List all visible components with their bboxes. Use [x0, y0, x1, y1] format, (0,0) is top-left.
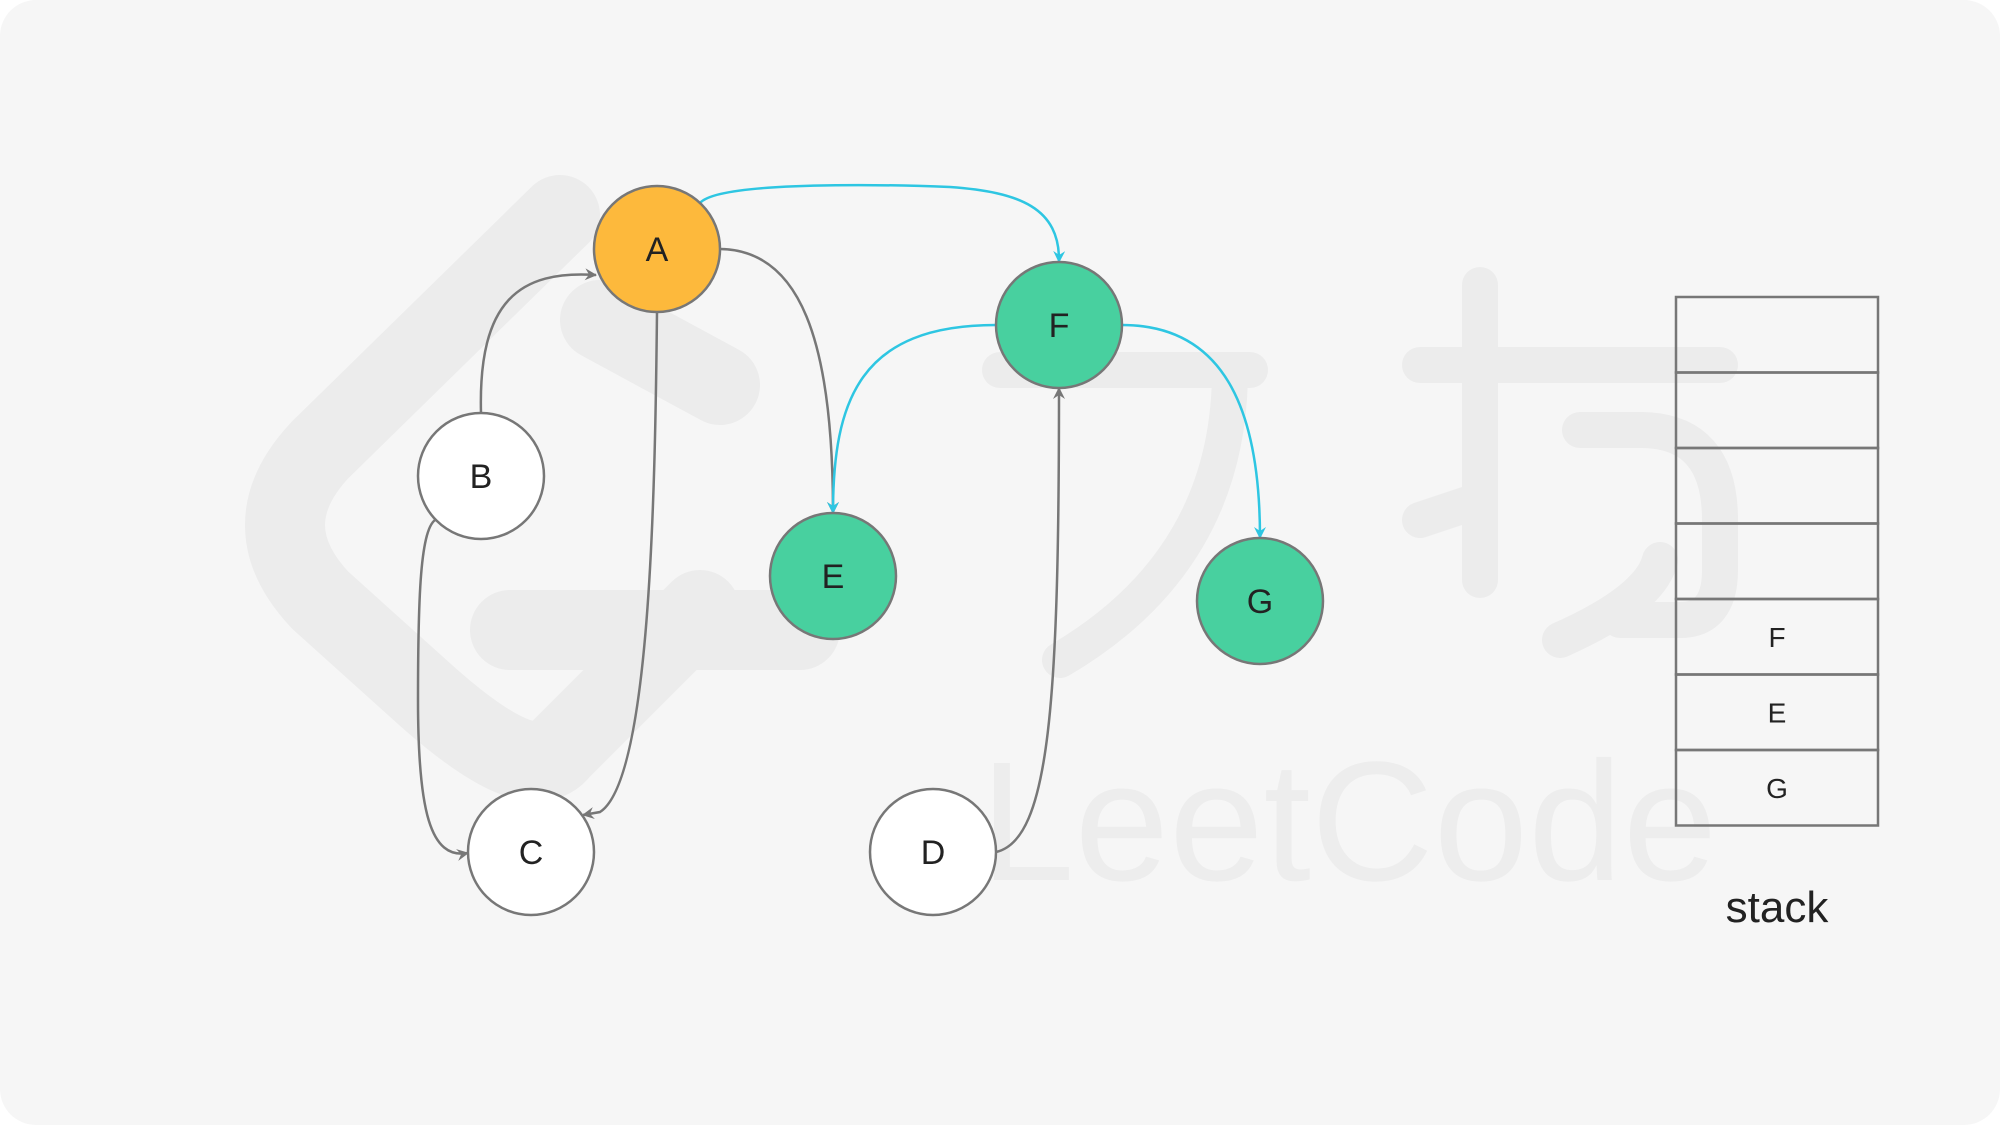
node-c: C	[466, 787, 596, 917]
node-a-circle	[592, 184, 722, 314]
node-c-label: C	[519, 834, 544, 872]
node-f-circle	[994, 260, 1124, 390]
edge-b-to-c	[416, 517, 469, 861]
edges-layer	[416, 183, 1266, 861]
node-c-circle	[466, 787, 596, 917]
node-e-circle	[768, 511, 898, 641]
node-b-circle	[416, 411, 546, 541]
node-e: E	[768, 511, 898, 641]
node-g-label: G	[1247, 583, 1273, 621]
edge-a-to-c	[582, 311, 659, 819]
node-d-circle	[868, 787, 998, 917]
node-b: B	[416, 411, 546, 541]
node-d: D	[868, 787, 998, 917]
edge-f-to-g	[1121, 323, 1266, 539]
stack-item: G	[1766, 773, 1788, 804]
stack-item: F	[1768, 622, 1785, 653]
node-e-label: E	[822, 558, 845, 596]
watermark-text: LeetCode	[980, 727, 1717, 917]
node-f-label: F	[1049, 307, 1070, 345]
edge-a-to-f	[699, 183, 1066, 263]
node-g: G	[1195, 536, 1325, 666]
edge-b-to-a	[479, 268, 597, 414]
node-a: A	[592, 184, 722, 314]
stack-slot	[1674, 748, 1880, 827]
node-g-circle	[1195, 536, 1325, 666]
nodes-layer: A B C D E F G	[416, 184, 1325, 917]
node-a-label: A	[646, 231, 669, 269]
node-f: F	[994, 260, 1124, 390]
stack-label: stack	[1726, 883, 1830, 932]
edge-a-to-e	[719, 247, 839, 514]
node-b-label: B	[470, 458, 493, 496]
stack-item: E	[1768, 697, 1787, 728]
edge-f-to-e	[827, 323, 997, 514]
node-d-label: D	[921, 834, 946, 872]
leetcode-watermark-logo	[245, 175, 1738, 802]
stack-structure: F E G	[1674, 295, 1880, 827]
edge-d-to-f	[995, 387, 1065, 854]
